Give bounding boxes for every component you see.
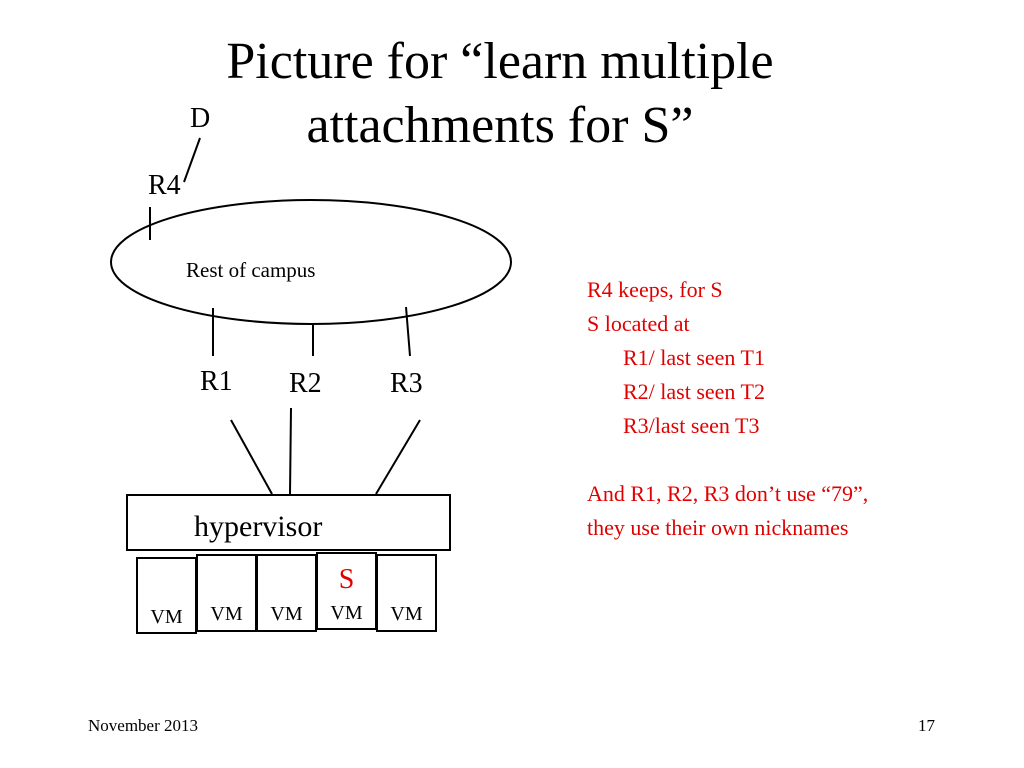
title-line-2: attachments for S”	[306, 97, 694, 154]
vm-box-3: VM	[256, 554, 317, 632]
page-number: 17	[918, 716, 935, 735]
note-spacer	[587, 443, 868, 477]
footer-date: November 2013	[88, 716, 199, 735]
d-label: D	[190, 103, 211, 134]
r1-hypervisor-link	[230, 419, 273, 495]
notes-block: R4 keeps, for S S located at R1/ last se…	[587, 273, 868, 545]
r3-label: R3	[390, 368, 423, 399]
r3-hypervisor-link	[375, 419, 421, 495]
note-line-7: they use their own nicknames	[587, 515, 849, 540]
s-label: S	[338, 564, 355, 595]
vm-label-1: VM	[150, 606, 183, 628]
vm-label-5: VM	[390, 603, 423, 625]
vm-label-4: VM	[330, 602, 363, 624]
vm-box-1: VM	[136, 557, 197, 634]
vm-label-2: VM	[210, 603, 243, 625]
title-line-1: Picture for “learn multiple	[226, 33, 774, 90]
hypervisor-box	[126, 494, 451, 551]
note-line-4: R2/ last seen T2	[623, 379, 765, 404]
note-line-6: And R1, R2, R3 don’t use “79”,	[587, 481, 869, 506]
vm-box-4: S VM	[316, 552, 377, 630]
campus-label: Rest of campus	[186, 258, 316, 282]
campus-ellipse	[110, 199, 512, 325]
vm-box-5: VM	[376, 554, 437, 632]
r4-label: R4	[148, 170, 181, 201]
note-line-1: R4 keeps, for S	[587, 277, 723, 302]
vm-box-2: VM	[196, 554, 257, 632]
note-line-5: R3/last seen T3	[623, 413, 760, 438]
r1-label: R1	[200, 366, 233, 397]
r2-label: R2	[289, 368, 322, 399]
note-line-2: S located at	[587, 311, 690, 336]
r2-hypervisor-link	[289, 407, 292, 495]
note-line-3: R1/ last seen T1	[623, 345, 765, 370]
hypervisor-label: hypervisor	[194, 510, 323, 543]
slide-title: Picture for “learn multiple attachments …	[150, 30, 850, 158]
vm-label-3: VM	[270, 603, 303, 625]
r3-campus-link	[405, 306, 411, 357]
d-r4-link	[183, 137, 201, 183]
